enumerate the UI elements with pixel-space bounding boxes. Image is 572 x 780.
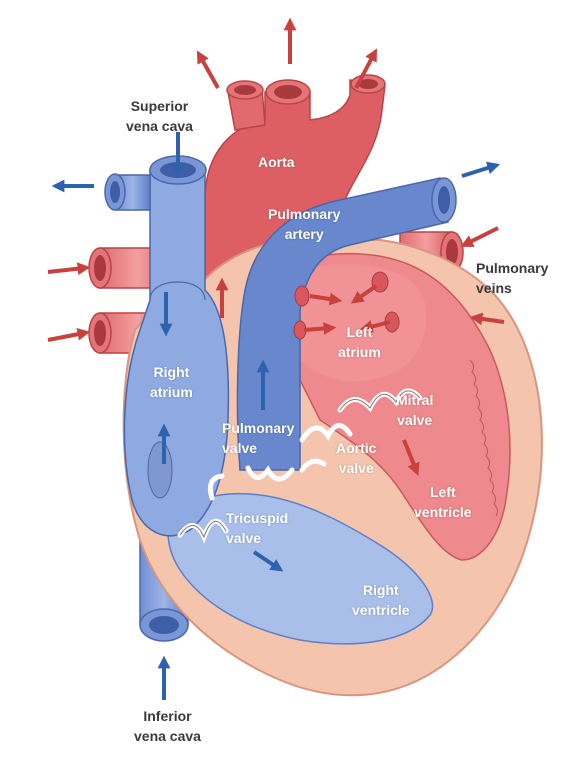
arrow-pv-in-3: [460, 226, 499, 247]
right-ventricle-chamber: [167, 492, 434, 645]
label-aorta: Aorta: [258, 154, 295, 170]
arrow-lv: [402, 439, 420, 476]
arrow-la-3: [303, 322, 337, 335]
arrow-la-4: [359, 320, 391, 333]
pulmonary-valve-leaflets: [245, 465, 295, 482]
oxygenated-flow-arrows: [47, 17, 505, 476]
arrow-pv-in-4: [469, 312, 505, 326]
deoxygenated-flow-arrows: [51, 132, 501, 700]
aortic-valve-leaflets: [299, 423, 353, 473]
arrow-la-2: [350, 284, 378, 304]
arrow-rv: [252, 550, 284, 572]
arrow-pv-in-1: [47, 262, 91, 276]
right-atrium-chamber: [123, 155, 230, 537]
arrow-pa-right: [461, 161, 501, 178]
arrow-aorta-right: [354, 48, 377, 89]
arrow-pv-in-2: [47, 327, 91, 342]
arrow-la-1: [309, 292, 343, 306]
valves: [177, 388, 423, 544]
pulmonary-artery: [104, 173, 457, 471]
arrow-aorta-left: [196, 50, 220, 89]
